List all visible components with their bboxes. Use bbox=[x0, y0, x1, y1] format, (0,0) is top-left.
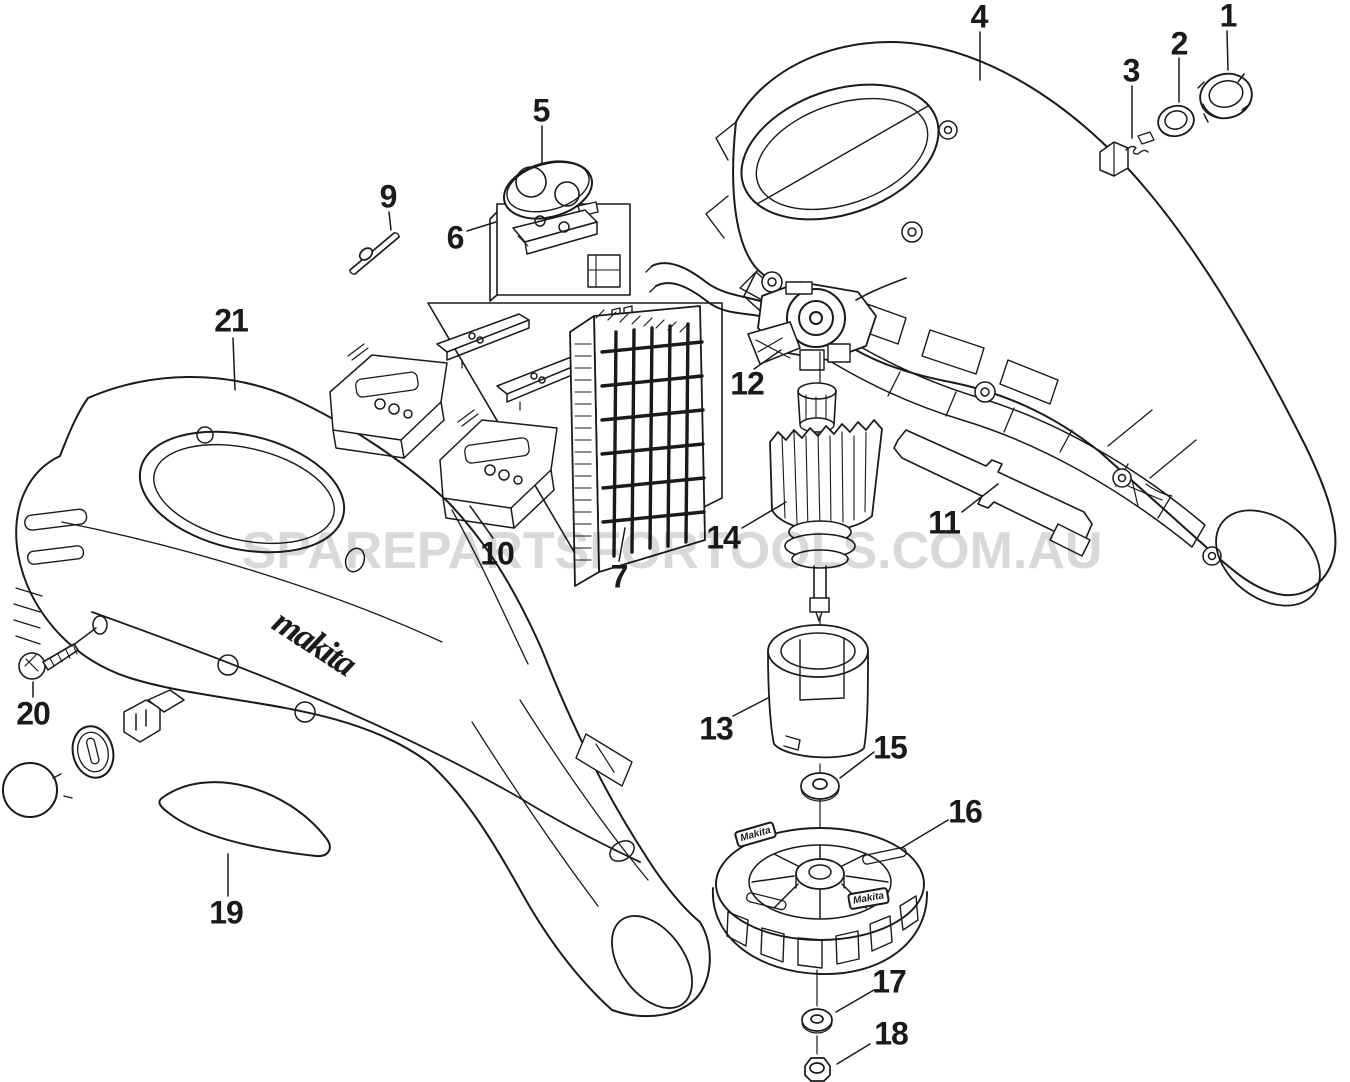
hex-nut bbox=[804, 1057, 831, 1082]
leader-1 bbox=[1226, 30, 1229, 71]
part-label-20: 20 bbox=[16, 695, 51, 732]
part-label-21: 21 bbox=[214, 302, 249, 339]
washer-15 bbox=[800, 772, 840, 802]
field-switch-assembly bbox=[645, 262, 907, 371]
watermark-text: SPAREPARTSFORTOOLS.COM.AU bbox=[241, 522, 1103, 580]
leader-lines bbox=[32, 30, 1229, 1065]
nozzle-scraper bbox=[158, 781, 331, 858]
part-label-4: 4 bbox=[970, 0, 989, 35]
seal-ring bbox=[1157, 104, 1195, 138]
terminal-box-upper bbox=[329, 343, 448, 459]
leader-17 bbox=[835, 989, 875, 1013]
washer-17 bbox=[801, 1008, 833, 1034]
part-label-18: 18 bbox=[874, 1015, 909, 1052]
part-label-14: 14 bbox=[706, 519, 741, 556]
switch-cover bbox=[502, 160, 599, 220]
leader-20b bbox=[71, 627, 97, 647]
leader-18 bbox=[836, 1043, 871, 1065]
controller-grid bbox=[569, 305, 706, 587]
part-label-15: 15 bbox=[873, 729, 908, 766]
switch-plate-group bbox=[512, 209, 621, 288]
leader-21 bbox=[232, 337, 236, 391]
link-bar bbox=[893, 429, 1093, 557]
part-label-10: 10 bbox=[480, 535, 515, 572]
part-label-16: 16 bbox=[948, 793, 983, 830]
leader-7 bbox=[618, 527, 626, 562]
switch-lever bbox=[123, 689, 185, 743]
part-label-3: 3 bbox=[1122, 52, 1141, 89]
leader-15 bbox=[839, 751, 875, 779]
part-label-11: 11 bbox=[928, 504, 961, 541]
motor-housing bbox=[767, 624, 869, 759]
lock-lever bbox=[349, 232, 400, 275]
part-label-13: 13 bbox=[699, 710, 734, 747]
part-label-17: 17 bbox=[872, 963, 907, 1000]
leader-6 bbox=[466, 221, 497, 232]
carbon-brush bbox=[1099, 131, 1155, 177]
screw bbox=[18, 643, 79, 680]
part-label-9: 9 bbox=[379, 178, 398, 215]
part-label-19: 19 bbox=[209, 894, 244, 931]
rear-housing-half bbox=[705, 41, 1337, 607]
armature bbox=[769, 382, 883, 622]
fan bbox=[712, 827, 928, 975]
leader-13 bbox=[732, 697, 769, 717]
front-housing-half bbox=[13, 375, 711, 1018]
leader-9 bbox=[388, 211, 392, 231]
part-label-5: 5 bbox=[532, 92, 551, 129]
leader-16 bbox=[902, 819, 949, 848]
knob-cap bbox=[2, 762, 73, 818]
part-label-1: 1 bbox=[1219, 0, 1238, 34]
part-label-6: 6 bbox=[446, 219, 465, 256]
terminal-plate-1 bbox=[436, 313, 530, 369]
brush-holder-cap bbox=[1197, 72, 1253, 123]
part-label-7: 7 bbox=[610, 558, 629, 595]
leader-10 bbox=[469, 505, 494, 539]
oval-button bbox=[71, 725, 115, 779]
leader-12 bbox=[753, 349, 782, 370]
leader-11 bbox=[961, 483, 999, 513]
part-label-2: 2 bbox=[1170, 25, 1189, 62]
leader-14 bbox=[741, 501, 787, 529]
terminal-box-10 bbox=[439, 409, 558, 529]
part-label-12: 12 bbox=[730, 365, 765, 402]
